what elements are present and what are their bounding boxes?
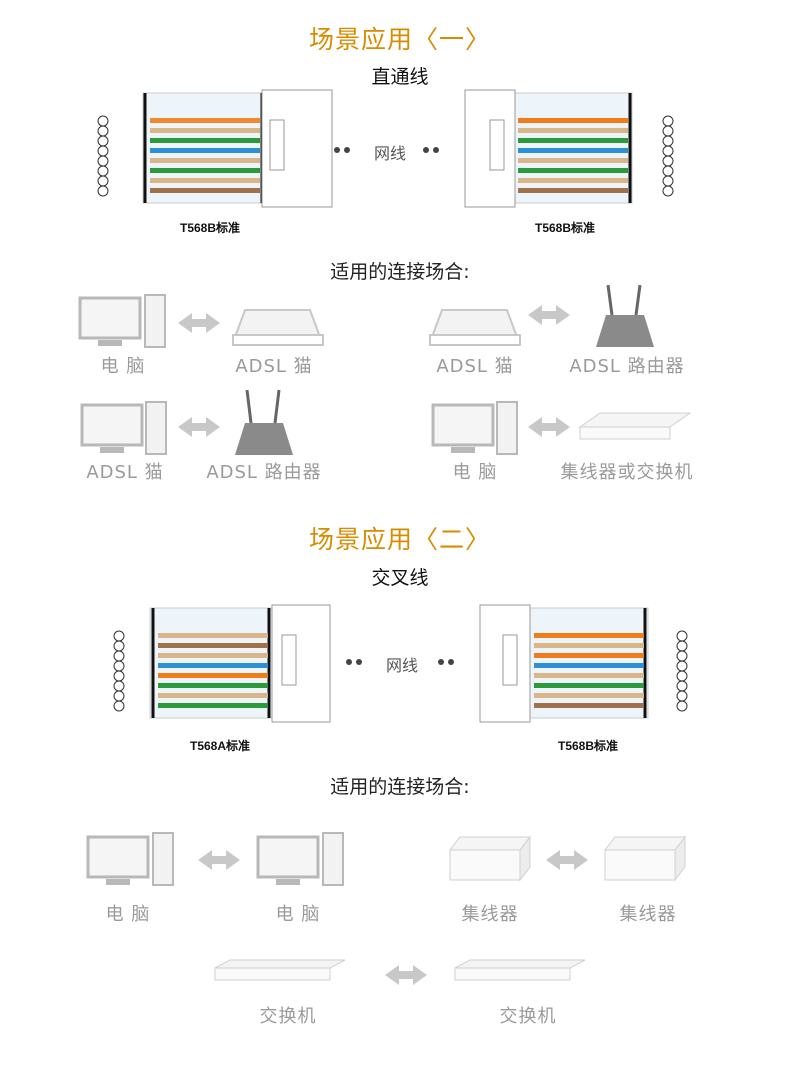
scenario2-title: 场景应用〈二〉 bbox=[308, 525, 491, 554]
scenario1-title: 场景应用〈一〉 bbox=[308, 25, 491, 54]
s1-row2b-left-label: 电 脑 bbox=[452, 462, 498, 483]
s1-row1b-left-label: ADSL 猫 bbox=[436, 356, 514, 377]
right-wires bbox=[518, 118, 628, 193]
computer-icon bbox=[80, 401, 167, 455]
s1-row1-left-label: 电 脑 bbox=[100, 356, 146, 377]
switch-icon bbox=[578, 412, 692, 440]
right-rj45-connector bbox=[464, 89, 633, 208]
scenario1-right-standard: T568B标准 bbox=[534, 221, 596, 235]
left-wires bbox=[158, 633, 268, 708]
scenario2-device-grid bbox=[86, 832, 687, 985]
double-arrow-icon bbox=[385, 965, 427, 985]
hub-icon bbox=[448, 835, 532, 882]
double-arrow-icon bbox=[546, 850, 588, 870]
dots bbox=[346, 659, 454, 665]
router-icon bbox=[596, 285, 654, 347]
left-pin-numbers bbox=[113, 630, 125, 712]
left-rj45-connector bbox=[149, 604, 331, 723]
s1-row2-right-label: ADSL 路由器 bbox=[206, 462, 322, 483]
s2-row1b-right-label: 集线器 bbox=[619, 904, 677, 925]
left-pin-numbers bbox=[97, 115, 109, 197]
s1-row2b-right-label: 集线器或交换机 bbox=[560, 462, 694, 483]
s2-row1b-left-label: 集线器 bbox=[461, 904, 519, 925]
switch-icon bbox=[454, 959, 586, 981]
scenario1-cable-diagram bbox=[97, 89, 674, 208]
scenario2-network-label: 网线 bbox=[385, 656, 418, 675]
s1-row2-left-label: ADSL 猫 bbox=[86, 462, 164, 483]
scenario2-cable-type: 交叉线 bbox=[371, 567, 429, 589]
computer-icon bbox=[78, 294, 166, 348]
computer-icon bbox=[86, 832, 174, 886]
adsl-modem-icon bbox=[429, 309, 521, 346]
s2-row2-right-label: 交换机 bbox=[499, 1006, 557, 1027]
double-arrow-icon bbox=[178, 313, 220, 333]
router-icon bbox=[235, 389, 293, 455]
scenario1-left-standard: T568B标准 bbox=[179, 221, 241, 235]
hub-icon bbox=[603, 835, 687, 882]
s2-row1-right-label: 电 脑 bbox=[275, 904, 321, 925]
right-pin-numbers bbox=[676, 630, 688, 712]
s2-row2-left-label: 交换机 bbox=[259, 1006, 317, 1027]
scenario1-device-grid bbox=[78, 285, 692, 455]
scenario1-usage-heading: 适用的连接场合: bbox=[330, 261, 470, 283]
s1-row1-right-label: ADSL 猫 bbox=[235, 356, 313, 377]
adsl-modem-icon bbox=[232, 309, 324, 346]
switch-icon bbox=[214, 959, 346, 981]
scenario2-cable-diagram bbox=[113, 604, 688, 723]
scenario2-right-standard: T568B标准 bbox=[557, 739, 619, 753]
scenario2-usage-heading: 适用的连接场合: bbox=[330, 776, 470, 798]
double-arrow-icon bbox=[178, 417, 220, 437]
double-arrow-icon bbox=[198, 850, 240, 870]
scenario1-network-label: 网线 bbox=[373, 144, 406, 163]
scenario2-left-standard: T568A标准 bbox=[189, 739, 251, 753]
right-pin-numbers bbox=[662, 115, 674, 197]
computer-icon bbox=[431, 401, 518, 455]
dots-left bbox=[334, 147, 439, 153]
computer-icon bbox=[256, 832, 344, 886]
double-arrow-icon bbox=[528, 305, 570, 325]
s1-row1b-right-label: ADSL 路由器 bbox=[569, 356, 685, 377]
s2-row1-left-label: 电 脑 bbox=[105, 904, 151, 925]
right-wires bbox=[534, 633, 644, 708]
right-rj45-connector bbox=[479, 604, 649, 723]
scenario1-cable-type: 直通线 bbox=[371, 66, 429, 88]
left-rj45-connector bbox=[142, 89, 333, 208]
left-wires bbox=[150, 118, 260, 193]
double-arrow-icon bbox=[528, 417, 570, 437]
